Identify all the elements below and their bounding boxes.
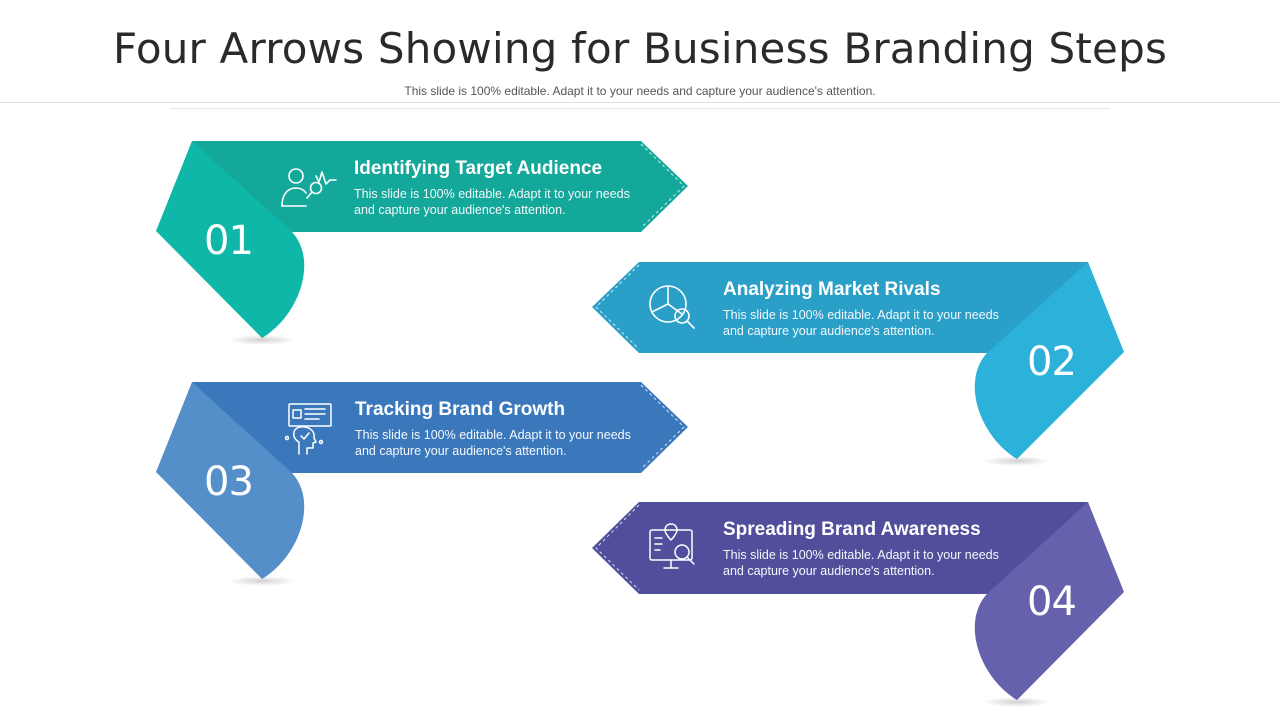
step-1-text: Identifying Target Audience This slide i… (354, 158, 654, 218)
arrow-step-2 (592, 262, 1124, 466)
step-3-title: Tracking Brand Growth (355, 399, 566, 420)
arrow-step-4 (592, 502, 1124, 707)
content-divider (170, 108, 1110, 109)
page-subtitle: This slide is 100% editable. Adapt it to… (404, 84, 876, 98)
step-4-title: Spreading Brand Awareness (723, 519, 981, 540)
step-4-description: This slide is 100% editable. Adapt it to… (723, 548, 999, 578)
step-2-text: Analyzing Market Rivals This slide is 10… (723, 279, 1023, 339)
step-3-text: Tracking Brand Growth This slide is 100%… (355, 399, 655, 459)
page-title: Four Arrows Showing for Business Brandin… (112, 24, 1168, 73)
arrow-step-1 (156, 141, 688, 345)
step-2-title: Analyzing Market Rivals (723, 279, 941, 300)
step-4-text: Spreading Brand Awareness This slide is … (723, 519, 1023, 579)
step-4-number: 04 (1027, 579, 1077, 625)
step-2-number: 02 (1027, 339, 1077, 385)
step-1-number: 01 (204, 218, 254, 264)
step-3-number: 03 (204, 459, 254, 505)
step-2-description: This slide is 100% editable. Adapt it to… (723, 308, 999, 338)
target-audience-icon (281, 168, 337, 207)
step-1-title: Identifying Target Audience (354, 158, 603, 179)
step-3-description: This slide is 100% editable. Adapt it to… (355, 428, 631, 458)
brand-growth-icon (284, 403, 332, 455)
header-divider (0, 102, 1280, 103)
market-analysis-icon (649, 285, 695, 329)
brand-awareness-icon (649, 523, 695, 569)
step-1-description: This slide is 100% editable. Adapt it to… (354, 187, 630, 217)
